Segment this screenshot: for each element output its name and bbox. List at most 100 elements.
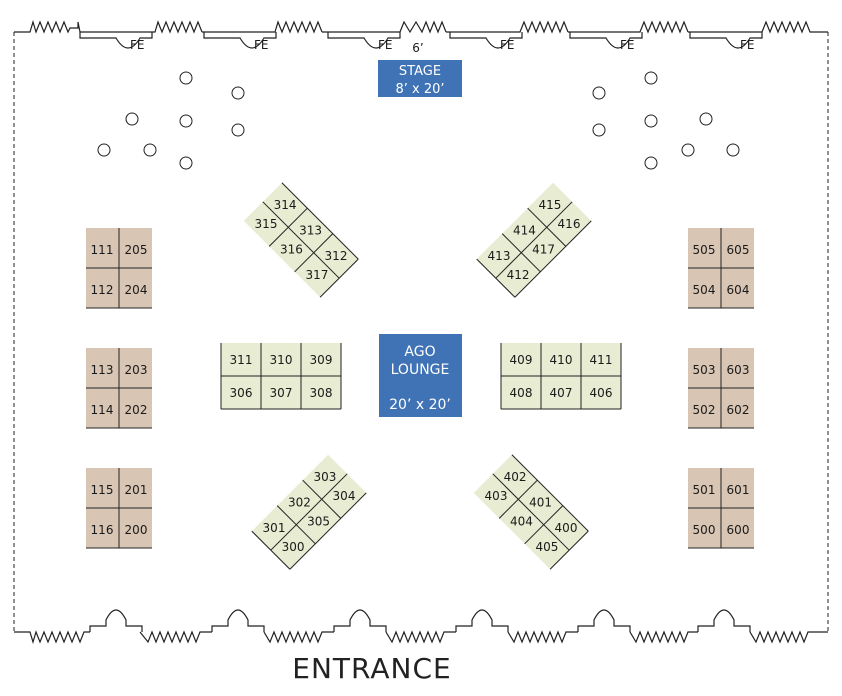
fe-label: FE [378, 38, 392, 52]
round-table [97, 143, 111, 157]
booth-block: 505 605 504 604 [688, 228, 754, 309]
fe-door-4: FE [449, 32, 523, 52]
round-table [179, 114, 193, 128]
booth-405: 405 [535, 540, 558, 554]
round-table [644, 114, 658, 128]
booth-400: 400 [555, 521, 578, 535]
gap-label: 6’ [412, 41, 423, 55]
booth-203: 203 [125, 363, 148, 377]
top-wall [14, 19, 828, 34]
entrance-door-5 [577, 609, 631, 632]
booth-205: 205 [125, 243, 148, 257]
booth-416: 416 [558, 217, 581, 231]
round-table [592, 123, 606, 137]
booth-303: 303 [313, 470, 336, 484]
stage-title: STAGE [399, 64, 441, 79]
booth-600: 600 [727, 523, 750, 537]
booth-block: 303 304 302 305 301 300 [251, 454, 367, 570]
stage-size: 8’ x 20’ [395, 82, 444, 97]
diagonal-booths: 3153143163133173124154164144174134123033… [243, 182, 592, 570]
round-table [592, 86, 606, 100]
booth-505: 505 [693, 243, 716, 257]
booth-404: 404 [510, 515, 533, 529]
booth-415: 415 [538, 198, 561, 212]
booth-305: 305 [307, 515, 330, 529]
room-outline [13, 32, 829, 632]
booth-block: 403 402 404 401 405 400 [473, 454, 589, 570]
fe-label: FE [130, 38, 144, 52]
round-table [681, 143, 695, 157]
booth-414: 414 [513, 223, 536, 237]
fe-door-1: FE [79, 32, 153, 52]
entrance-door-4 [455, 609, 509, 632]
booth-314: 314 [274, 198, 297, 212]
round-table [231, 123, 245, 137]
booth-604: 604 [727, 283, 750, 297]
round-table [179, 71, 193, 85]
booth-410: 410 [550, 353, 573, 367]
booth-413: 413 [488, 249, 511, 263]
entrance-door-1 [89, 609, 143, 632]
booth-407: 407 [550, 386, 573, 400]
booth-309: 309 [310, 353, 333, 367]
booth-316: 316 [280, 243, 303, 257]
booth-113: 113 [91, 363, 114, 377]
booth-401: 401 [529, 495, 552, 509]
booth-417: 417 [532, 243, 555, 257]
lounge-name-2: LOUNGE [391, 362, 450, 378]
booth-204: 204 [125, 283, 148, 297]
fe-label: FE [500, 38, 514, 52]
lounge-name-1: AGO [404, 344, 435, 360]
booth-603: 603 [727, 363, 750, 377]
booth-409: 409 [510, 353, 533, 367]
bottom-wall [14, 630, 828, 645]
booth-311: 311 [230, 353, 253, 367]
round-table [644, 156, 658, 170]
round-table [143, 143, 157, 157]
booth-300: 300 [282, 540, 305, 554]
round-table [179, 156, 193, 170]
booth-201: 201 [125, 483, 148, 497]
booth-403: 403 [485, 489, 508, 503]
entrance-door-2 [211, 609, 265, 632]
fire-extinguishers: FE FE FE FE FE FE [79, 32, 763, 52]
booth-200: 200 [125, 523, 148, 537]
booth-301: 301 [263, 521, 286, 535]
fe-door-3: FE [327, 32, 401, 52]
round-table [231, 86, 245, 100]
booth-302: 302 [288, 495, 311, 509]
stage: STAGE 8’ x 20’ [378, 60, 462, 97]
round-table [726, 143, 740, 157]
fe-label: FE [740, 38, 754, 52]
booth-411: 411 [590, 353, 613, 367]
fe-door-6: FE [689, 32, 763, 52]
booth-304: 304 [333, 489, 356, 503]
entrance-label: ENTRANCE [292, 652, 451, 685]
booth-601: 601 [727, 483, 750, 497]
booth-501: 501 [693, 483, 716, 497]
entrance-doors [89, 609, 751, 632]
booth-412: 412 [507, 268, 530, 282]
round-table [125, 112, 139, 126]
booth-315: 315 [255, 217, 278, 231]
round-table [699, 112, 713, 126]
booth-605: 605 [727, 243, 750, 257]
lounge-size: 20’ x 20’ [389, 397, 451, 413]
booth-116: 116 [91, 523, 114, 537]
booth-504: 504 [693, 283, 716, 297]
booth-block: 415 416 414 417 413 412 [476, 182, 592, 298]
fe-door-2: FE [203, 32, 277, 52]
fe-door-5: FE [569, 32, 643, 52]
booth-115: 115 [91, 483, 114, 497]
booth-402: 402 [504, 470, 527, 484]
booth-114: 114 [91, 403, 114, 417]
booth-312: 312 [325, 249, 348, 263]
